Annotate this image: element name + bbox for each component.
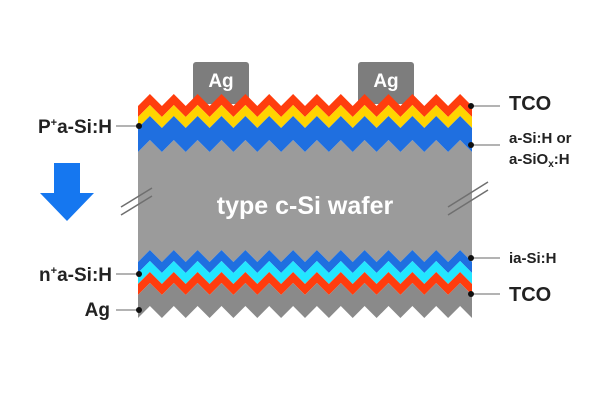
rear-tco-label: TCO	[509, 284, 551, 306]
front-passivation-label-line1: a-Si:H or	[509, 130, 572, 147]
rear-ag-layer	[138, 283, 472, 318]
layer-stack	[138, 94, 472, 318]
front-contact-left-label: Ag	[208, 71, 233, 92]
break-mark-right-1	[447, 181, 489, 208]
rear-metal-label: Ag	[85, 300, 110, 321]
rear-doped-layer-label: n+a-Si:H	[39, 265, 112, 286]
c-si-wafer	[138, 140, 472, 262]
front-contact-left	[193, 62, 249, 104]
front-tco-leader-dot	[468, 103, 474, 109]
break-mark-left-2	[120, 195, 153, 216]
rear-intrinsic-label: ia-Si:H	[509, 250, 557, 267]
rear-tco-layer	[138, 272, 472, 295]
front-doped-layer-label: P+a-Si:H	[38, 117, 112, 138]
break-line-icon	[120, 181, 489, 216]
front-contacts: Ag Ag	[193, 62, 414, 104]
rear-intrinsic-leader-dot	[468, 255, 474, 261]
break-mark-left-1	[120, 187, 153, 208]
rear-metal-leader-dot	[136, 307, 142, 313]
front-tco-layer	[138, 94, 472, 117]
label-leaders	[116, 103, 500, 313]
rear-n-doped-layer	[138, 261, 472, 284]
front-contact-right	[358, 62, 414, 104]
front-contact-right-label: Ag	[373, 71, 398, 92]
rear-intrinsic-layer	[138, 250, 472, 273]
front-tco-label: TCO	[509, 93, 551, 115]
front-passivation-leader-dot	[468, 142, 474, 148]
front-intrinsic-layer	[138, 116, 472, 152]
rear-tco-leader-dot	[468, 291, 474, 297]
break-mark-right-2	[447, 189, 489, 216]
front-passivation-label-line2: a-SiOx:H	[509, 151, 570, 170]
wafer-label: type c-Si wafer	[217, 192, 394, 220]
front-doped-leader-dot	[136, 123, 142, 129]
rear-doped-leader-dot	[136, 271, 142, 277]
down-arrow-icon	[40, 163, 94, 221]
front-p-doped-layer	[138, 105, 472, 128]
